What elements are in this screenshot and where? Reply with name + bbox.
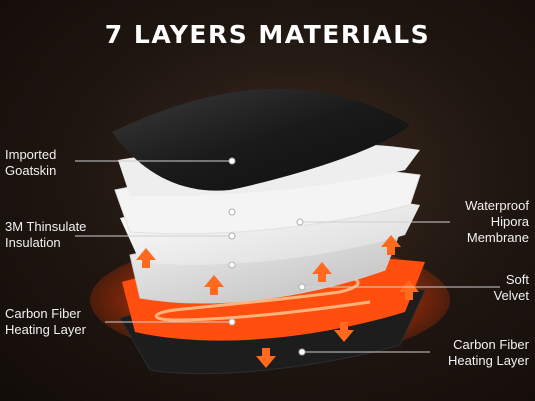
page-title: 7 LAYERS MATERIALS — [104, 20, 431, 49]
dot-velvet — [298, 283, 306, 291]
arrow-icon — [256, 348, 276, 368]
label-line: 3M Thinsulate — [5, 219, 87, 234]
label-line: Velvet — [493, 288, 529, 303]
callout-dots — [228, 157, 306, 356]
label-line: Membrane — [466, 230, 529, 245]
dot-carbon-left — [228, 318, 236, 326]
label-line: Heating Layer — [5, 322, 86, 337]
label-thinsulate: 3M Thinsulate Insulation — [5, 219, 86, 251]
label-line: Carbon Fiber — [5, 306, 81, 321]
arrow-icon — [312, 262, 332, 282]
arrow-icon — [204, 275, 224, 295]
dot-carbon-right — [298, 348, 306, 356]
label-line: Imported — [5, 147, 57, 162]
label-hipora: Waterproof Hipora Membrane — [465, 198, 529, 246]
label-line: Waterproof — [465, 198, 529, 213]
heat-arrows — [136, 235, 419, 368]
label-line: Carbon Fiber — [453, 337, 529, 352]
dot-goatskin — [228, 157, 236, 165]
label-carbon-right: Carbon Fiber Heating Layer — [448, 337, 529, 369]
dot-layer — [228, 208, 236, 216]
arrow-icon — [381, 235, 401, 255]
dot-hipora — [296, 218, 304, 226]
label-line: Insulation — [5, 235, 61, 250]
label-goatskin: Imported Goatskin — [5, 147, 56, 179]
label-line: Heating Layer — [448, 353, 529, 368]
goatskin-layer — [112, 88, 410, 191]
label-line: Soft — [505, 272, 529, 287]
label-line: Hipora — [490, 214, 529, 229]
label-line: Goatskin — [5, 163, 57, 178]
arrow-icon — [334, 322, 354, 342]
label-velvet: Soft Velvet — [494, 272, 529, 304]
dot-layer — [228, 261, 236, 269]
label-carbon-left: Carbon Fiber Heating Layer — [5, 306, 86, 338]
callout-lines — [75, 160, 500, 353]
arrow-icon — [136, 248, 156, 268]
arrow-icon — [399, 280, 419, 300]
dot-thinsulate — [228, 232, 236, 240]
